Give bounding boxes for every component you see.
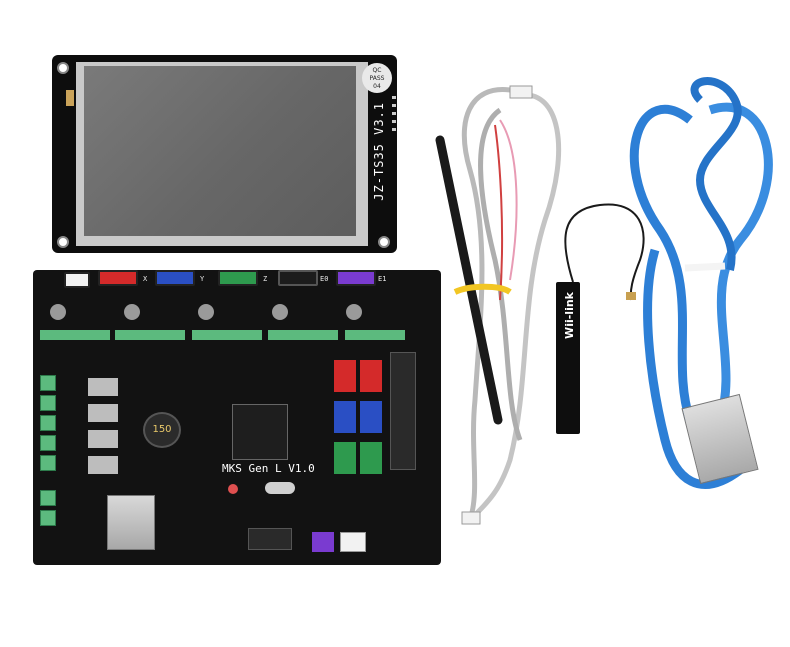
white-connector: [64, 272, 90, 288]
axis-connector-e0: [278, 270, 318, 286]
screw-terminal: [40, 375, 56, 391]
gray-cable: [478, 107, 523, 441]
mosfet: [88, 430, 118, 448]
endstop-connector-green: [334, 442, 356, 474]
purple-connector: [312, 532, 334, 552]
screw-terminal: [40, 395, 56, 411]
mosfet: [88, 456, 118, 474]
wifi-antenna: [556, 282, 580, 434]
screw-terminal: [40, 510, 56, 526]
axis-connector-e1: [336, 270, 376, 286]
driver-header-strip: [268, 330, 338, 340]
display-pin-header: [66, 90, 74, 106]
mosfet: [88, 404, 118, 422]
driver-header-strip: [192, 330, 262, 340]
capacitor: [124, 304, 140, 320]
cable-tie: [684, 262, 726, 272]
endstop-connector-green: [360, 442, 382, 474]
axis-connector-x: [98, 270, 138, 286]
board-model-label: MKS Gen L V1.0: [222, 462, 315, 475]
aux-header: [248, 528, 292, 550]
display-side-pins: [392, 96, 396, 136]
mount-hole: [57, 62, 69, 74]
usb-b-port: [107, 495, 155, 550]
exp-header: [390, 352, 416, 470]
axis-label-e1: E1: [378, 275, 387, 283]
white-connector: [340, 532, 366, 552]
axis-label-x: X: [143, 275, 148, 283]
driver-header-strip: [40, 330, 110, 340]
driver-header-strip: [115, 330, 185, 340]
axis-connector-z: [218, 270, 258, 286]
capacitor: [346, 304, 362, 320]
endstop-connector-red: [334, 360, 356, 392]
screw-terminal: [40, 490, 56, 506]
gray-cable: [461, 87, 511, 521]
qc-sticker: QC PASS 04: [362, 63, 392, 93]
usb-cable: [690, 77, 742, 271]
driver-header-strip: [345, 330, 405, 340]
usb-cable: [708, 102, 773, 422]
cable-plug: [461, 511, 481, 525]
gray-cable: [468, 92, 562, 522]
antenna-connector: [626, 292, 636, 300]
red-wire: [494, 124, 504, 301]
screw-terminal: [40, 455, 56, 471]
wifi-antenna-label: Wii-link: [563, 292, 576, 339]
endstop-connector-red: [360, 360, 382, 392]
axis-label-z: Z: [263, 275, 268, 283]
antenna-wire: [564, 203, 645, 301]
usb-cable: [643, 248, 743, 489]
qc-sticker-line: QC: [372, 67, 382, 74]
usb-cable: [629, 104, 695, 422]
pink-wire: [499, 119, 518, 281]
endstop-connector-blue: [334, 401, 356, 433]
capacitor: [50, 304, 66, 320]
qc-sticker-line: PASS: [369, 75, 385, 82]
mount-hole: [57, 236, 69, 248]
display-screen: [84, 66, 356, 236]
qc-sticker-line: 04: [373, 83, 381, 90]
reset-button: [228, 484, 238, 494]
crystal: [265, 482, 295, 494]
capacitor: [272, 304, 288, 320]
screw-terminal: [40, 435, 56, 451]
inductor: 150: [143, 412, 181, 448]
yellow-cable-tie: [453, 283, 512, 295]
endstop-connector-blue: [360, 401, 382, 433]
mosfet: [88, 378, 118, 396]
capacitor: [198, 304, 214, 320]
axis-label-y: Y: [200, 275, 205, 283]
cable-plug: [509, 85, 533, 99]
mount-hole: [378, 236, 390, 248]
screw-terminal: [40, 415, 56, 431]
mcu-chip: [232, 404, 288, 460]
black-probe: [435, 135, 503, 425]
axis-label-e0: E0: [320, 275, 329, 283]
axis-connector-y: [155, 270, 195, 286]
